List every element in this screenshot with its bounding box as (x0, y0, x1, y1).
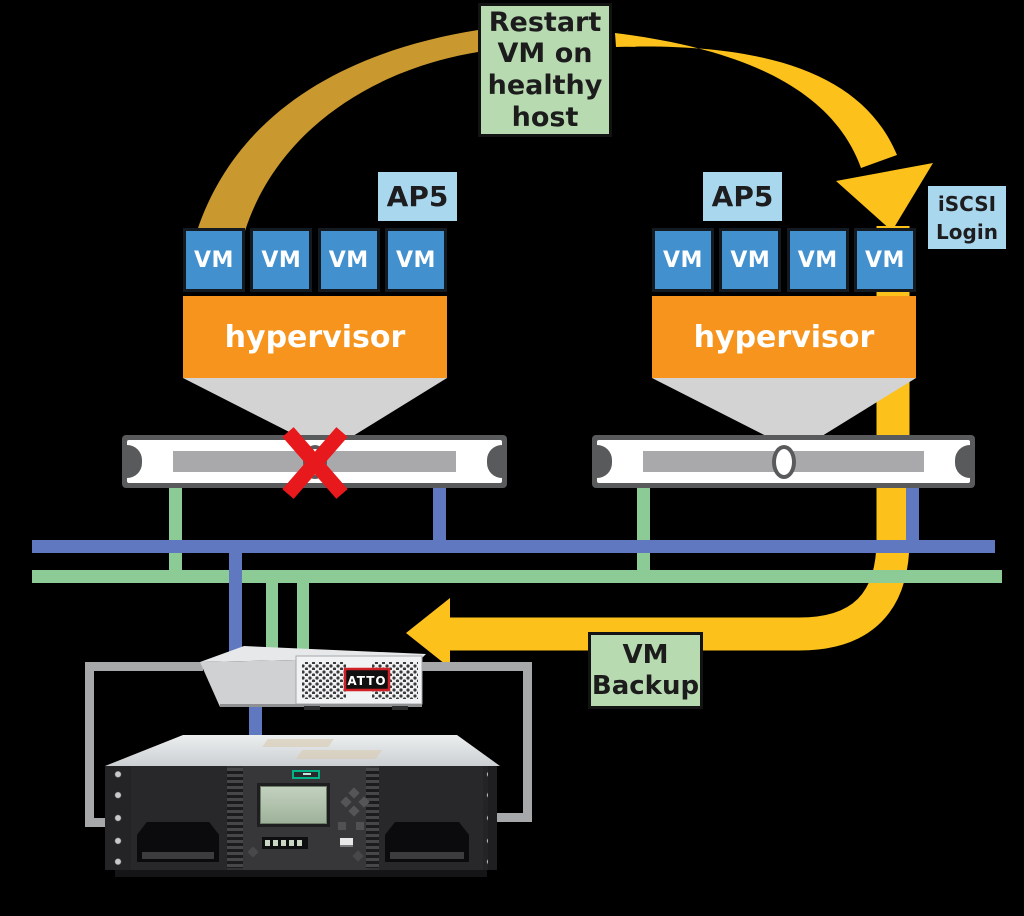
vm-backup-annotation: VM Backup (588, 632, 703, 709)
select-button (338, 822, 346, 830)
bridge-blue-downlink (229, 546, 242, 658)
vm-box: VM (183, 228, 245, 292)
restart-vm-annotation: Restart VM on healthy host (478, 3, 612, 137)
vent-right (366, 768, 379, 868)
library-base (115, 870, 487, 877)
green-network-bus (32, 570, 1002, 583)
right-host-tag: AP5 (703, 172, 782, 221)
magazine-handle-left (137, 822, 219, 862)
library-lcd-screen (257, 783, 330, 827)
back-button (356, 822, 364, 830)
rack-notch (597, 445, 612, 478)
left-host-green-uplink (169, 487, 182, 577)
right-vm-row: VM VM VM VM (652, 228, 916, 292)
right-hypervisor: hypervisor (652, 296, 916, 378)
blue-network-bus (32, 540, 995, 553)
vm-backup-arrowhead-icon (406, 598, 450, 668)
rack-notch (487, 445, 502, 478)
rack-ear-left (105, 766, 131, 870)
vm-box: VM (786, 228, 849, 292)
vm-box: VM (317, 228, 380, 292)
atto-bridge-device: ATTO (200, 646, 426, 710)
bridge-green-downlink-1 (266, 577, 278, 652)
hpe-logo (292, 770, 320, 779)
bridge-foot (392, 706, 408, 710)
bridge-mesh-left (302, 662, 346, 699)
left-host-tag: AP5 (378, 172, 457, 221)
left-host-blue-uplink (433, 487, 446, 545)
iscsi-login-annotation: iSCSI Login (928, 186, 1006, 249)
server-faceplate (597, 440, 970, 483)
failed-host-x-icon (282, 427, 348, 499)
gray-cable-right-vert (523, 662, 532, 820)
gray-cable-left-bottom (85, 818, 117, 827)
gray-cable-left-vert (85, 662, 94, 825)
iscsi-arrow-body (615, 33, 897, 168)
gray-cable-left-top (85, 662, 203, 671)
right-server-healthy (592, 435, 975, 488)
library-side-face (488, 766, 497, 870)
vm-box: VM (719, 228, 782, 292)
atto-logo-text: ATTO (347, 674, 386, 688)
gray-cable-right-bottom (490, 813, 532, 822)
power-indicator (771, 444, 796, 479)
bridge-green-downlink-2 (297, 577, 309, 650)
atto-badge (343, 667, 391, 692)
right-host-blue-uplink (906, 487, 919, 545)
vent-left (227, 768, 243, 868)
lid-label (295, 750, 383, 759)
led-strip (262, 837, 308, 849)
rack-notch (127, 445, 142, 478)
bridge-foot (304, 706, 320, 710)
restart-vm-gold-arc (197, 30, 478, 231)
rack-notch (955, 445, 970, 478)
left-hypervisor: hypervisor (183, 296, 447, 378)
vm-box: VM (853, 228, 916, 292)
magazine-handle-right (385, 822, 469, 862)
right-host-green-uplink (637, 487, 650, 577)
vm-box: VM (384, 228, 447, 292)
bridge-bottom-edge (220, 704, 422, 707)
vm-box: VM (652, 228, 714, 292)
left-vm-row: VM VM VM VM (183, 228, 447, 292)
lid-label (262, 739, 334, 747)
library-blue-link (249, 700, 262, 745)
vm-box: VM (250, 228, 313, 292)
bridge-side-face (200, 660, 296, 707)
library-front (105, 766, 497, 870)
gray-cable-right-top (415, 662, 532, 671)
usb-port (340, 838, 353, 847)
tape-library-device (103, 730, 503, 880)
iscsi-arrowhead-icon (836, 163, 933, 231)
